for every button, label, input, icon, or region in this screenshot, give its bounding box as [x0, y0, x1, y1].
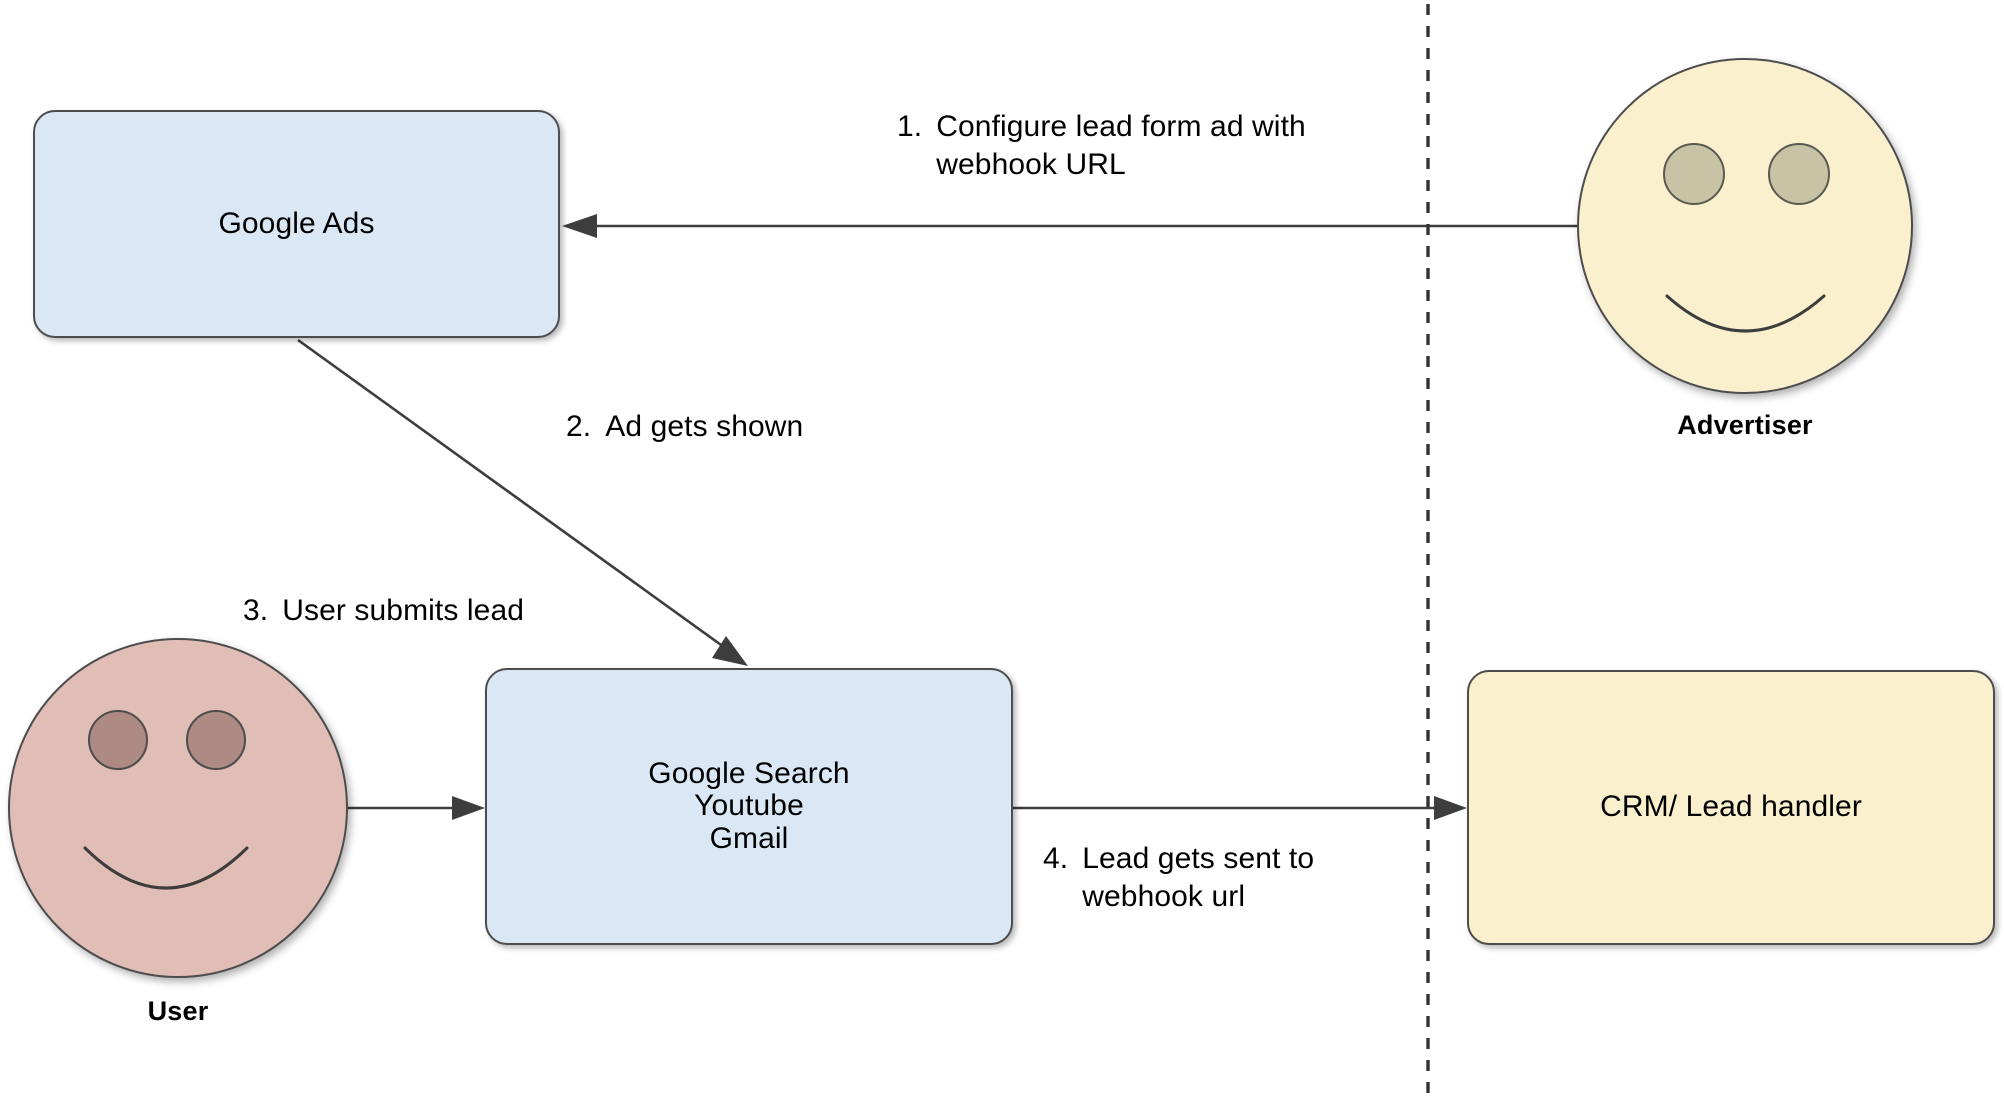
arrowhead-crm-left — [1434, 796, 1467, 820]
step-1-text: Configure lead form ad with webhook URL — [936, 110, 1306, 181]
actor-user[interactable] — [8, 638, 348, 978]
arrowhead-surfaces-left — [452, 796, 485, 820]
step-label-1: 1. Configure lead form ad with webhook U… — [897, 108, 1397, 184]
node-google-surfaces[interactable]: Google Search Youtube Gmail — [485, 668, 1013, 945]
actor-user-caption: User — [147, 996, 209, 1026]
node-crm-lead-handler[interactable]: CRM/ Lead handler — [1467, 670, 1995, 945]
advertiser-features-icon — [1663, 143, 1830, 333]
arrowhead-surfaces-top — [712, 636, 748, 666]
arrowhead-google-ads — [562, 214, 597, 238]
user-smile-icon — [83, 846, 249, 890]
advertiser-left-eye-icon — [1663, 143, 1725, 205]
step-label-2: 2. Ad gets shown — [566, 408, 966, 446]
advertiser-face-icon — [1577, 58, 1913, 394]
node-crm-lead-handler-label: CRM/ Lead handler — [1600, 790, 1862, 824]
node-google-surfaces-label: Google Search Youtube Gmail — [648, 756, 850, 855]
step-4-number: 4. — [1043, 842, 1069, 875]
user-right-eye-icon — [186, 710, 246, 770]
user-face-icon — [8, 638, 348, 978]
step-label-3: 3. User submits lead — [243, 592, 643, 630]
step-4-text: Lead gets sent to webhook url — [1082, 842, 1315, 913]
user-features-icon — [83, 710, 249, 890]
actor-advertiser-caption: Advertiser — [1677, 410, 1813, 440]
advertiser-smile-icon — [1665, 294, 1826, 333]
user-left-eye-icon — [88, 710, 148, 770]
step-1-number: 1. — [897, 110, 923, 143]
node-google-ads[interactable]: Google Ads — [33, 110, 560, 338]
step-3-number: 3. — [243, 594, 269, 627]
node-google-ads-label: Google Ads — [218, 206, 375, 240]
step-2-text: Ad gets shown — [605, 410, 804, 443]
actor-advertiser[interactable] — [1577, 58, 1913, 394]
advertiser-right-eye-icon — [1768, 143, 1830, 205]
step-3-text: User submits lead — [282, 594, 525, 627]
step-label-4: 4. Lead gets sent to webhook url — [1043, 840, 1443, 916]
step-2-number: 2. — [566, 410, 592, 443]
